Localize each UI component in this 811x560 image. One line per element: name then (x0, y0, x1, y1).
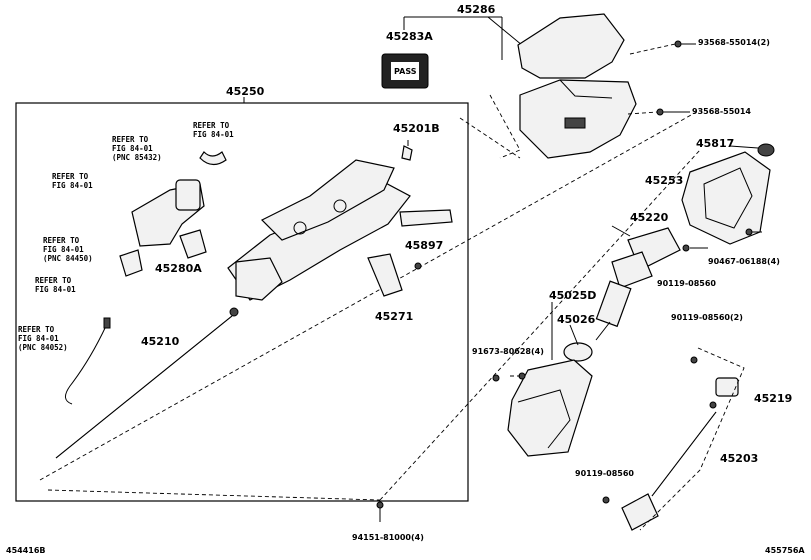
screw-93568-55014 (627, 108, 690, 116)
label-90467-06188-4: 90467-06188(4) (708, 257, 780, 266)
ref-note-pnc-84450: REFER TO FIG 84-01 (PNC 84450) (43, 236, 93, 263)
label-45026: 45026 (557, 313, 596, 326)
ref-note-pnc-84052: REFER TO FIG 84-01 (PNC 84052) (18, 325, 68, 352)
steering-column-boot (507, 342, 593, 457)
label-93568-55014-2: 93568-55014(2) (698, 38, 770, 47)
label-45897: 45897 (405, 239, 444, 252)
label-45280a: 45280A (155, 262, 202, 275)
screw-93568-55014-2 (629, 40, 696, 55)
label-45283a: 45283A (386, 30, 433, 43)
bolt-94151-81000 (376, 501, 384, 522)
label-45203: 45203 (720, 452, 759, 465)
label-45817: 45817 (696, 137, 735, 150)
label-45220: 45220 (630, 211, 669, 224)
figure-code-right: 455756A (765, 546, 805, 555)
label-90119-08560-2: 90119-08560(2) (671, 313, 743, 322)
figure-code-left: 454416B (6, 546, 46, 555)
column-assembly-45250 (227, 159, 453, 301)
bracket-45271 (367, 253, 422, 297)
hole-cover-45253 (681, 151, 771, 245)
harness-wire (65, 325, 107, 405)
label-91673-80628-4: 91673-80628(4) (472, 347, 544, 356)
cap-45817 (729, 143, 775, 157)
sliding-yoke-45219 (690, 356, 739, 409)
assembly-frame-45250 (15, 102, 469, 502)
label-45201b: 45201B (393, 122, 440, 135)
clip-45201b (401, 140, 413, 161)
label-45025d: 45025D (549, 289, 597, 302)
placard-text: PASS (394, 67, 417, 76)
lower-shaft-45203 (602, 411, 717, 531)
column-cover-45286 (517, 13, 637, 159)
ref-note-fig-84-01-a: REFER TO FIG 84-01 (193, 121, 234, 139)
label-45271: 45271 (375, 310, 414, 323)
label-93568-55014: 93568-55014 (692, 107, 751, 116)
clamp-clip (199, 151, 227, 166)
ref-note-fig-84-01-c: REFER TO FIG 84-01 (35, 276, 76, 294)
label-94151-81000-4: 94151-81000(4) (352, 533, 424, 542)
lock-housing-45280a (119, 179, 207, 277)
ref-note-pnc-85432: REFER TO FIG 84-01 (PNC 85432) (112, 135, 162, 162)
label-45210: 45210 (141, 335, 180, 348)
label-45219: 45219 (754, 392, 793, 405)
label-90119-08560-a: 90119-08560 (657, 279, 716, 288)
label-45250: 45250 (226, 85, 265, 98)
label-45253: 45253 (645, 174, 684, 187)
main-shaft-45210 (55, 307, 239, 459)
ref-note-fig-84-01-b: REFER TO FIG 84-01 (52, 172, 93, 190)
label-90119-08560-b: 90119-08560 (575, 469, 634, 478)
label-45286: 45286 (457, 3, 496, 16)
intermediate-shaft-45220 (595, 227, 690, 341)
